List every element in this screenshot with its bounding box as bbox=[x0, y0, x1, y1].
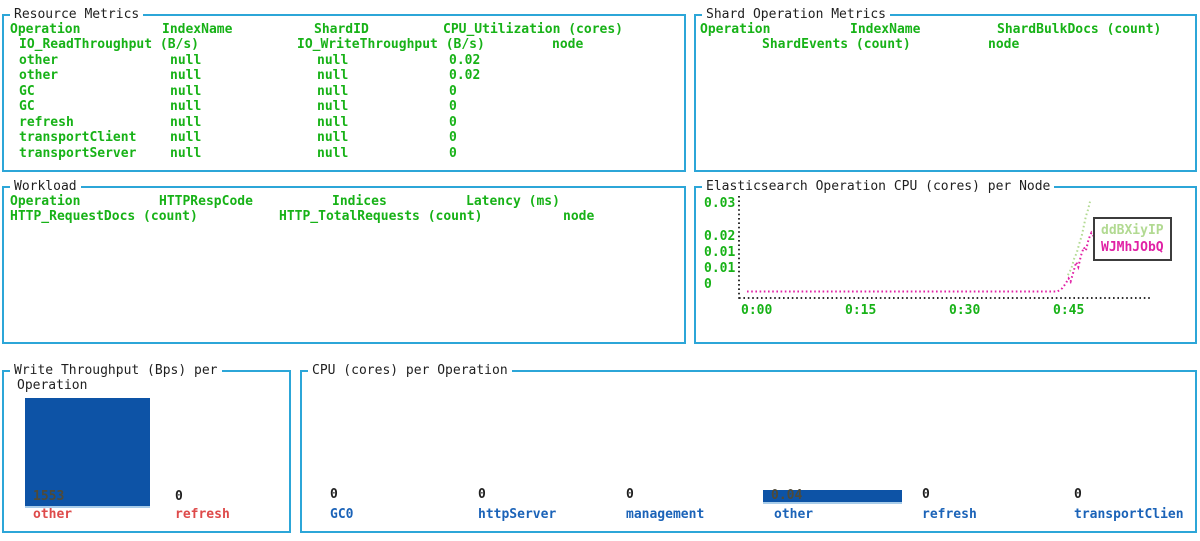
table-cell: null bbox=[317, 99, 349, 114]
panel-title: Resource Metrics bbox=[10, 7, 144, 22]
table-cell: 0.02 bbox=[449, 53, 481, 68]
table-cell: other bbox=[19, 68, 59, 83]
bar-other bbox=[25, 398, 150, 508]
col-header-indices: Indices bbox=[332, 194, 387, 209]
bar-label: refresh bbox=[922, 507, 977, 522]
table-cell: null bbox=[317, 146, 349, 161]
col-header-cpu-utilization: CPU_Utilization (cores) bbox=[443, 22, 624, 37]
y-tick-label: 0.01 bbox=[704, 261, 736, 276]
bar-label: refresh bbox=[175, 507, 230, 522]
panel-title: CPU (cores) per Operation bbox=[308, 363, 512, 378]
bar-label: other bbox=[774, 507, 814, 522]
table-cell: other bbox=[19, 53, 59, 68]
bar-value: 0 bbox=[478, 487, 486, 502]
panel-node-cpu-chart: Elasticsearch Operation CPU (cores) per … bbox=[694, 179, 1197, 344]
table-cell: GC bbox=[19, 99, 35, 114]
bar-value: 0 bbox=[330, 487, 338, 502]
col-header-httprespcode: HTTPRespCode bbox=[159, 194, 253, 209]
col-header-latency: Latency (ms) bbox=[466, 194, 560, 209]
bar-label: other bbox=[33, 507, 73, 522]
bar-value: 0 bbox=[922, 487, 930, 502]
bar-value: 1553 bbox=[33, 489, 65, 504]
col-header-io-write: IO_WriteThroughput (B/s) bbox=[297, 37, 485, 52]
col-header-operation: Operation bbox=[10, 22, 81, 37]
x-tick-label: 0:45 bbox=[1053, 303, 1085, 318]
col-header-indexname: IndexName bbox=[850, 22, 921, 37]
legend-item: ddBXiyIP bbox=[1101, 223, 1164, 238]
col-header-node: node bbox=[552, 37, 584, 52]
panel-title: Workload bbox=[10, 179, 81, 194]
panel-resource-metrics: Resource Metrics Operation IndexName Sha… bbox=[2, 7, 686, 172]
table-cell: 0 bbox=[449, 115, 457, 130]
col-header-shardid: ShardID bbox=[314, 22, 369, 37]
table-cell: null bbox=[317, 115, 349, 130]
bar-label: management bbox=[626, 507, 705, 522]
table-cell: null bbox=[317, 53, 349, 68]
table-cell: null bbox=[170, 115, 202, 130]
panel-shard-operation-metrics: Shard Operation Metrics Operation IndexN… bbox=[694, 7, 1197, 172]
series-ddBXiyIP bbox=[1067, 201, 1091, 276]
table-cell: refresh bbox=[19, 115, 74, 130]
bar-label: httpServer bbox=[478, 507, 557, 522]
y-tick-label: 0 bbox=[704, 277, 712, 292]
table-cell: null bbox=[170, 84, 202, 99]
x-tick-label: 0:00 bbox=[741, 303, 773, 318]
chart-series-layer bbox=[747, 201, 1098, 293]
table-cell: 0 bbox=[449, 99, 457, 114]
col-header-http-totalrequests: HTTP_TotalRequests (count) bbox=[279, 209, 483, 224]
table-cell: null bbox=[170, 53, 202, 68]
x-tick-label: 0:30 bbox=[949, 303, 981, 318]
bar-value: 0.04 bbox=[771, 488, 803, 503]
panel-title: Write Throughput (Bps) per bbox=[10, 363, 222, 378]
bar-value: 0 bbox=[175, 489, 183, 504]
table-cell: transportClient bbox=[19, 130, 137, 145]
panel-cpu-per-operation: CPU (cores) per Operation 0 0 0 0.04 0 0… bbox=[300, 363, 1197, 533]
table-cell: null bbox=[170, 99, 202, 114]
table-cell: null bbox=[170, 68, 202, 83]
table-cell: null bbox=[317, 68, 349, 83]
table-cell: transportServer bbox=[19, 146, 137, 161]
col-header-node: node bbox=[988, 37, 1020, 52]
table-cell: 0 bbox=[449, 84, 457, 99]
table-cell: 0 bbox=[449, 130, 457, 145]
panel-write-throughput: Write Throughput (Bps) per Operation 155… bbox=[2, 363, 291, 533]
table-cell: null bbox=[317, 130, 349, 145]
panel-title: Shard Operation Metrics bbox=[702, 7, 891, 22]
bar-label: transportClien bbox=[1074, 507, 1184, 522]
bar-other bbox=[763, 490, 902, 504]
table-cell: 0 bbox=[449, 146, 457, 161]
y-tick-label: 0.02 bbox=[704, 229, 736, 244]
table-cell: 0.02 bbox=[449, 68, 481, 83]
bar-label: GC0 bbox=[330, 507, 354, 522]
table-cell: GC bbox=[19, 84, 35, 99]
table-cell: null bbox=[317, 84, 349, 99]
col-header-http-requestdocs: HTTP_RequestDocs (count) bbox=[10, 209, 198, 224]
col-header-node: node bbox=[563, 209, 595, 224]
panel-workload: Workload Operation HTTPRespCode Indices … bbox=[2, 179, 686, 344]
chart-legend: ddBXiyIP WJMhJObQ bbox=[1093, 217, 1172, 261]
y-tick-label: 0.03 bbox=[704, 196, 736, 211]
col-header-indexname: IndexName bbox=[162, 22, 233, 37]
table-cell: null bbox=[170, 146, 202, 161]
node-cpu-line-chart bbox=[738, 196, 1150, 300]
panel-title-wrap: Operation bbox=[17, 378, 88, 393]
legend-item: WJMhJObQ bbox=[1101, 240, 1164, 255]
col-header-operation: Operation bbox=[700, 22, 771, 37]
x-tick-label: 0:15 bbox=[845, 303, 877, 318]
table-cell: null bbox=[170, 130, 202, 145]
bar-value: 0 bbox=[626, 487, 634, 502]
col-header-shardbulkdocs: ShardBulkDocs (count) bbox=[997, 22, 1162, 37]
y-tick-label: 0.01 bbox=[704, 245, 736, 260]
col-header-operation: Operation bbox=[10, 194, 81, 209]
panel-title: Elasticsearch Operation CPU (cores) per … bbox=[702, 179, 1055, 194]
col-header-io-read: IO_ReadThroughput (B/s) bbox=[19, 37, 200, 52]
bar-value: 0 bbox=[1074, 487, 1082, 502]
col-header-shardevents: ShardEvents (count) bbox=[762, 37, 911, 52]
series-WJMhJObQ bbox=[747, 229, 1098, 293]
